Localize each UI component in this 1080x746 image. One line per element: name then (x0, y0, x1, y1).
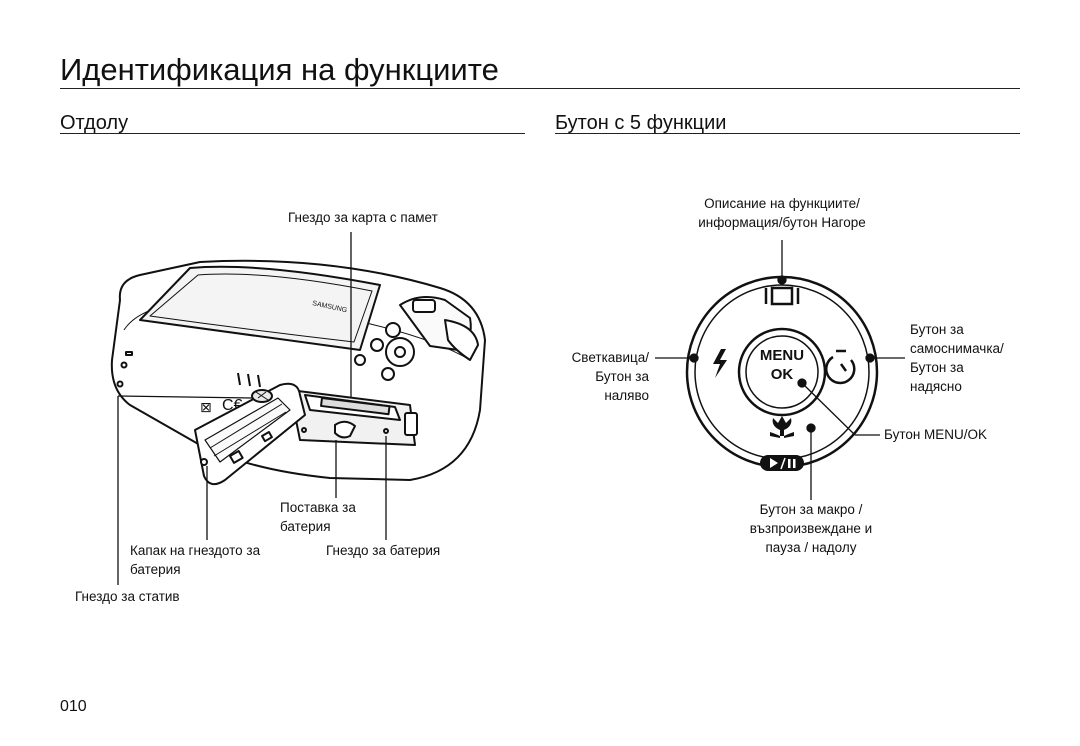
five-function-dial: MENU OK (685, 275, 879, 471)
camera-callout-lines (117, 232, 387, 585)
label-left-3: наляво (604, 388, 649, 403)
label-left-2: Бутон за (595, 369, 649, 384)
section-divider-bottom (60, 133, 525, 134)
label-battery-holder-1: Поставка за (280, 500, 356, 515)
label-bottom-1: Бутон за макро / (759, 502, 863, 517)
section-title-5-function-button: Бутон с 5 функции (555, 112, 727, 134)
label-top-1: Описание на функциите/ (704, 196, 860, 211)
lcd-screen (139, 265, 381, 351)
self-timer-icon (825, 349, 856, 385)
display-icon (764, 286, 800, 306)
flash-icon (713, 349, 727, 378)
label-battery-cover-2: батерия (130, 562, 181, 577)
ok-label: OK (771, 366, 794, 383)
section-divider-5-function (555, 133, 1020, 134)
battery-latch (334, 420, 356, 439)
label-left-1: Светкавица/ (571, 350, 649, 365)
label-right-4: надясно (910, 379, 962, 394)
macro-icon (770, 416, 794, 438)
label-right-2: самоснимачка/ (910, 341, 1004, 356)
dial-callout-lines (655, 240, 905, 500)
label-tripod-mount: Гнездо за статив (75, 589, 180, 604)
camera-button (385, 322, 401, 338)
svg-text:⊠: ⊠ (200, 400, 212, 416)
title-divider (60, 88, 1020, 89)
label-battery-cover-1: Капак на гнездото за (130, 543, 261, 558)
play-pause-icon (760, 455, 804, 471)
page-number: 010 (60, 698, 87, 715)
memory-card (320, 397, 391, 416)
label-top-2: информация/бутон Нагоре (698, 215, 866, 230)
camera-illustration: SAMSUNG ⊠ C€ (110, 259, 486, 486)
label-bottom-2: възпроизвеждане и (749, 521, 873, 536)
label-battery-chamber: Гнездо за батерия (326, 543, 441, 558)
label-menu-ok: Бутон MENU/OK (884, 427, 988, 442)
section-title-bottom: Отдолу (60, 112, 129, 134)
menu-label: MENU (760, 347, 804, 364)
page-title: Идентификация на функциите (60, 52, 499, 87)
label-right-3: Бутон за (910, 360, 964, 375)
label-bottom-3: пауза / надолу (765, 540, 857, 555)
label-right-1: Бутон за (910, 322, 964, 337)
label-memory-card-slot: Гнездо за карта с памет (288, 210, 438, 225)
label-battery-holder-2: батерия (280, 519, 331, 534)
